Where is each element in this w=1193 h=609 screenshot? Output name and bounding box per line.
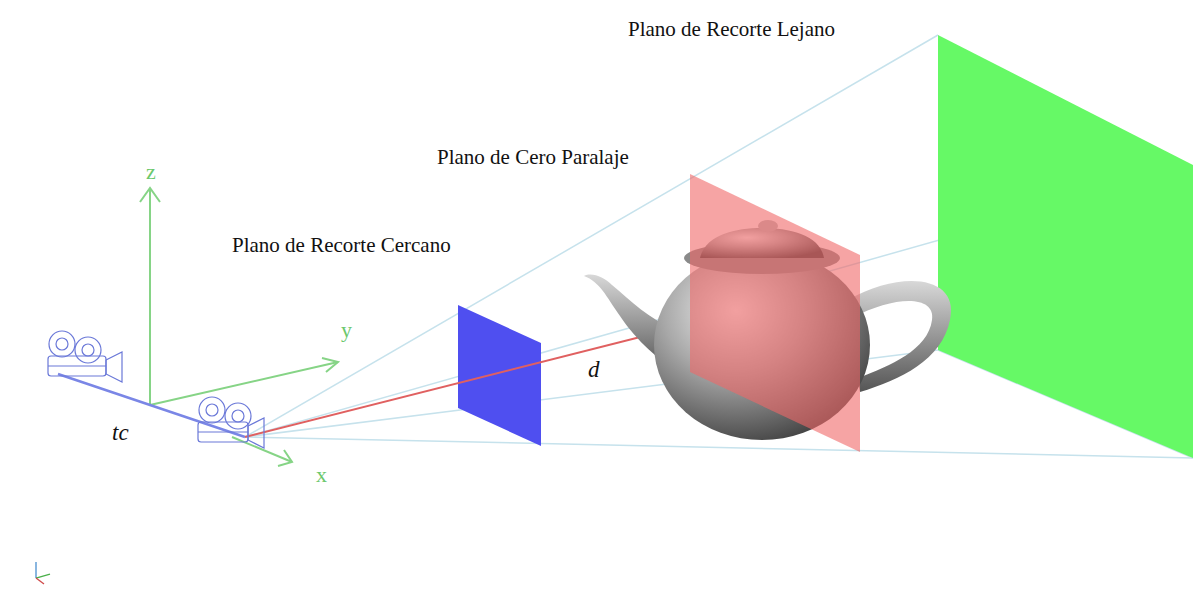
baseline-label: tc (112, 420, 129, 445)
orientation-icon (36, 562, 50, 584)
plane-label: Plano de Recorte Cercano (232, 234, 451, 257)
camera-baseline (58, 374, 245, 437)
camera-left (48, 331, 122, 382)
zero-parallax-plane (690, 174, 860, 452)
plane-label: Plano de Cero Paralaje (437, 146, 629, 169)
camera-right (198, 397, 264, 448)
axes (140, 188, 338, 466)
near-clip-plane (458, 305, 541, 446)
axis-label: y (341, 318, 352, 342)
distance-label: d (588, 357, 600, 382)
plane-label: Plano de Recorte Lejano (628, 18, 835, 41)
axis-label: x (316, 463, 327, 487)
convergence-distance-line (245, 330, 668, 437)
far-clip-plane (938, 35, 1193, 458)
axis-label: z (146, 160, 156, 184)
